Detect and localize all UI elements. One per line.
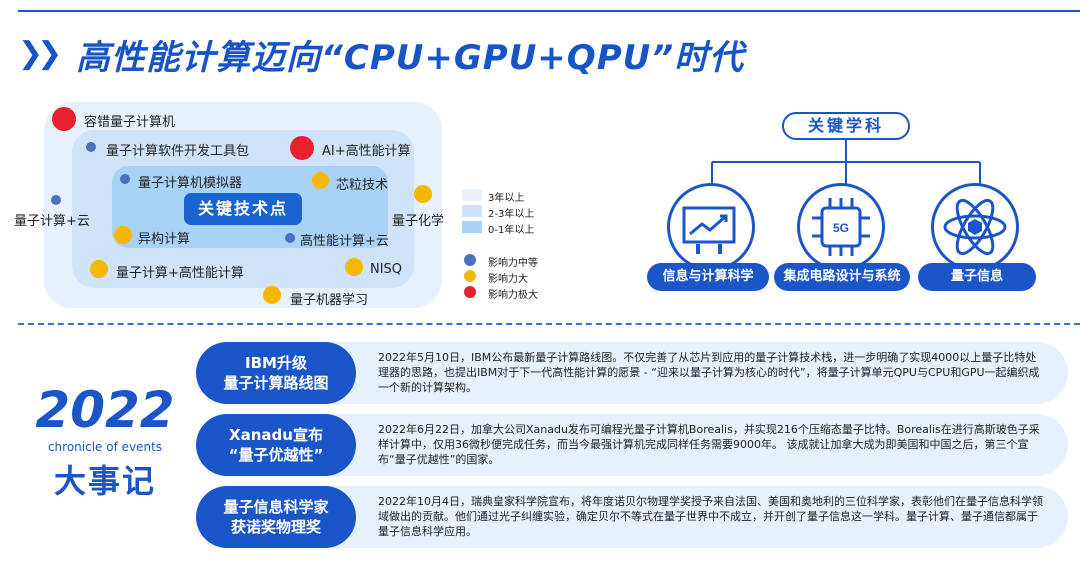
tech-item-label: 高性能计算+云: [300, 234, 389, 249]
tech-item-label: 量子计算+云: [14, 214, 90, 229]
top-divider: [18, 10, 1080, 12]
legend-dot-high: [464, 286, 476, 298]
legend-swatch-0-1-years: [462, 221, 482, 233]
event-text: 2022年10月4日，瑞典皇家科学院宣布，将年度诺贝尔物理学奖授予来自法国、美国…: [378, 495, 1043, 538]
legend-dot-large: [464, 270, 476, 282]
impact-dot-high: [52, 107, 76, 131]
key-disciplines-title: 关键学科: [782, 112, 910, 140]
tech-item-label: 异构计算: [138, 232, 191, 247]
impact-dot-medium: [120, 174, 130, 184]
legend-label: 3年以上: [488, 193, 525, 204]
discipline-circle: [931, 183, 1019, 271]
section-divider: [18, 323, 1080, 325]
discipline-label: 量子信息: [918, 263, 1036, 291]
discipline-circle: [667, 183, 755, 271]
tech-item-label: AI+高性能计算: [322, 144, 411, 159]
impact-dot-medium: [285, 233, 295, 243]
tech-item-label: 容错量子计算机: [84, 115, 176, 130]
event-text: 2022年5月10日，IBM公布最新量子计算路线图。不仅完善了从芯片到应用的量子…: [378, 351, 1040, 394]
event-label: IBM升级 量子计算路线图: [196, 342, 356, 404]
impact-dot-large: [312, 172, 329, 189]
impact-dot-high: [290, 136, 314, 160]
event-label: Xanadu宣布 “量子优越性”: [196, 414, 356, 476]
tech-item-label: NISQ: [370, 262, 403, 277]
tech-item-label: 量子计算软件开发工具包: [106, 144, 250, 159]
legend-label: 影响力中等: [488, 258, 538, 269]
impact-dot-large: [414, 185, 432, 203]
discipline-label: 集成电路设计与系统: [774, 263, 910, 291]
discipline-label: 信息与计算科学: [647, 263, 769, 291]
legend-label: 影响力极大: [488, 290, 538, 301]
tech-item-label: 量子计算机模拟器: [138, 176, 243, 191]
impact-dot-large: [114, 226, 132, 244]
double-chevron-icon: ❯❯: [18, 36, 62, 71]
legend-label: 2-3年以上: [488, 209, 535, 220]
legend-label: 影响力大: [488, 274, 528, 285]
events-year: 2022: [35, 381, 175, 439]
legend-swatch-2-3-years: [462, 205, 482, 217]
impact-dot-large: [263, 286, 281, 304]
tech-item-label: 量子机器学习: [290, 293, 369, 308]
event-text: 2022年6月22日，加拿大公司Xanadu发布可编程光量子计算机Boreali…: [378, 423, 1040, 466]
events-title: 大事记: [53, 462, 156, 500]
tech-item-label: 量子计算+高性能计算: [116, 266, 244, 281]
impact-dot-large: [90, 260, 108, 278]
legend-swatch-3-years: [462, 189, 482, 201]
event-label: 量子信息科学家 获诺奖物理奖: [196, 486, 356, 548]
tech-item-label: 量子化学: [392, 214, 445, 229]
page-title: 高性能计算迈向“CPU+GPU+QPU”时代: [76, 38, 745, 78]
core-label: 关键技术点: [184, 193, 302, 225]
events-subtitle: chronicle of events: [47, 440, 163, 454]
impact-dot-medium: [51, 195, 61, 205]
impact-dot-large: [345, 258, 363, 276]
chart-board-icon: [682, 206, 736, 254]
tech-item-label: 芯粒技术: [336, 178, 389, 193]
atom-icon: [943, 198, 1007, 256]
legend-dot-medium: [464, 254, 476, 266]
impact-dot-medium: [86, 142, 96, 152]
legend-label: 0-1年以上: [488, 225, 535, 236]
chip-text: 5G: [833, 221, 849, 235]
discipline-connectors: [711, 140, 981, 186]
chip-5g-icon: 5G: [812, 198, 870, 256]
discipline-circle: 5G: [797, 183, 885, 271]
